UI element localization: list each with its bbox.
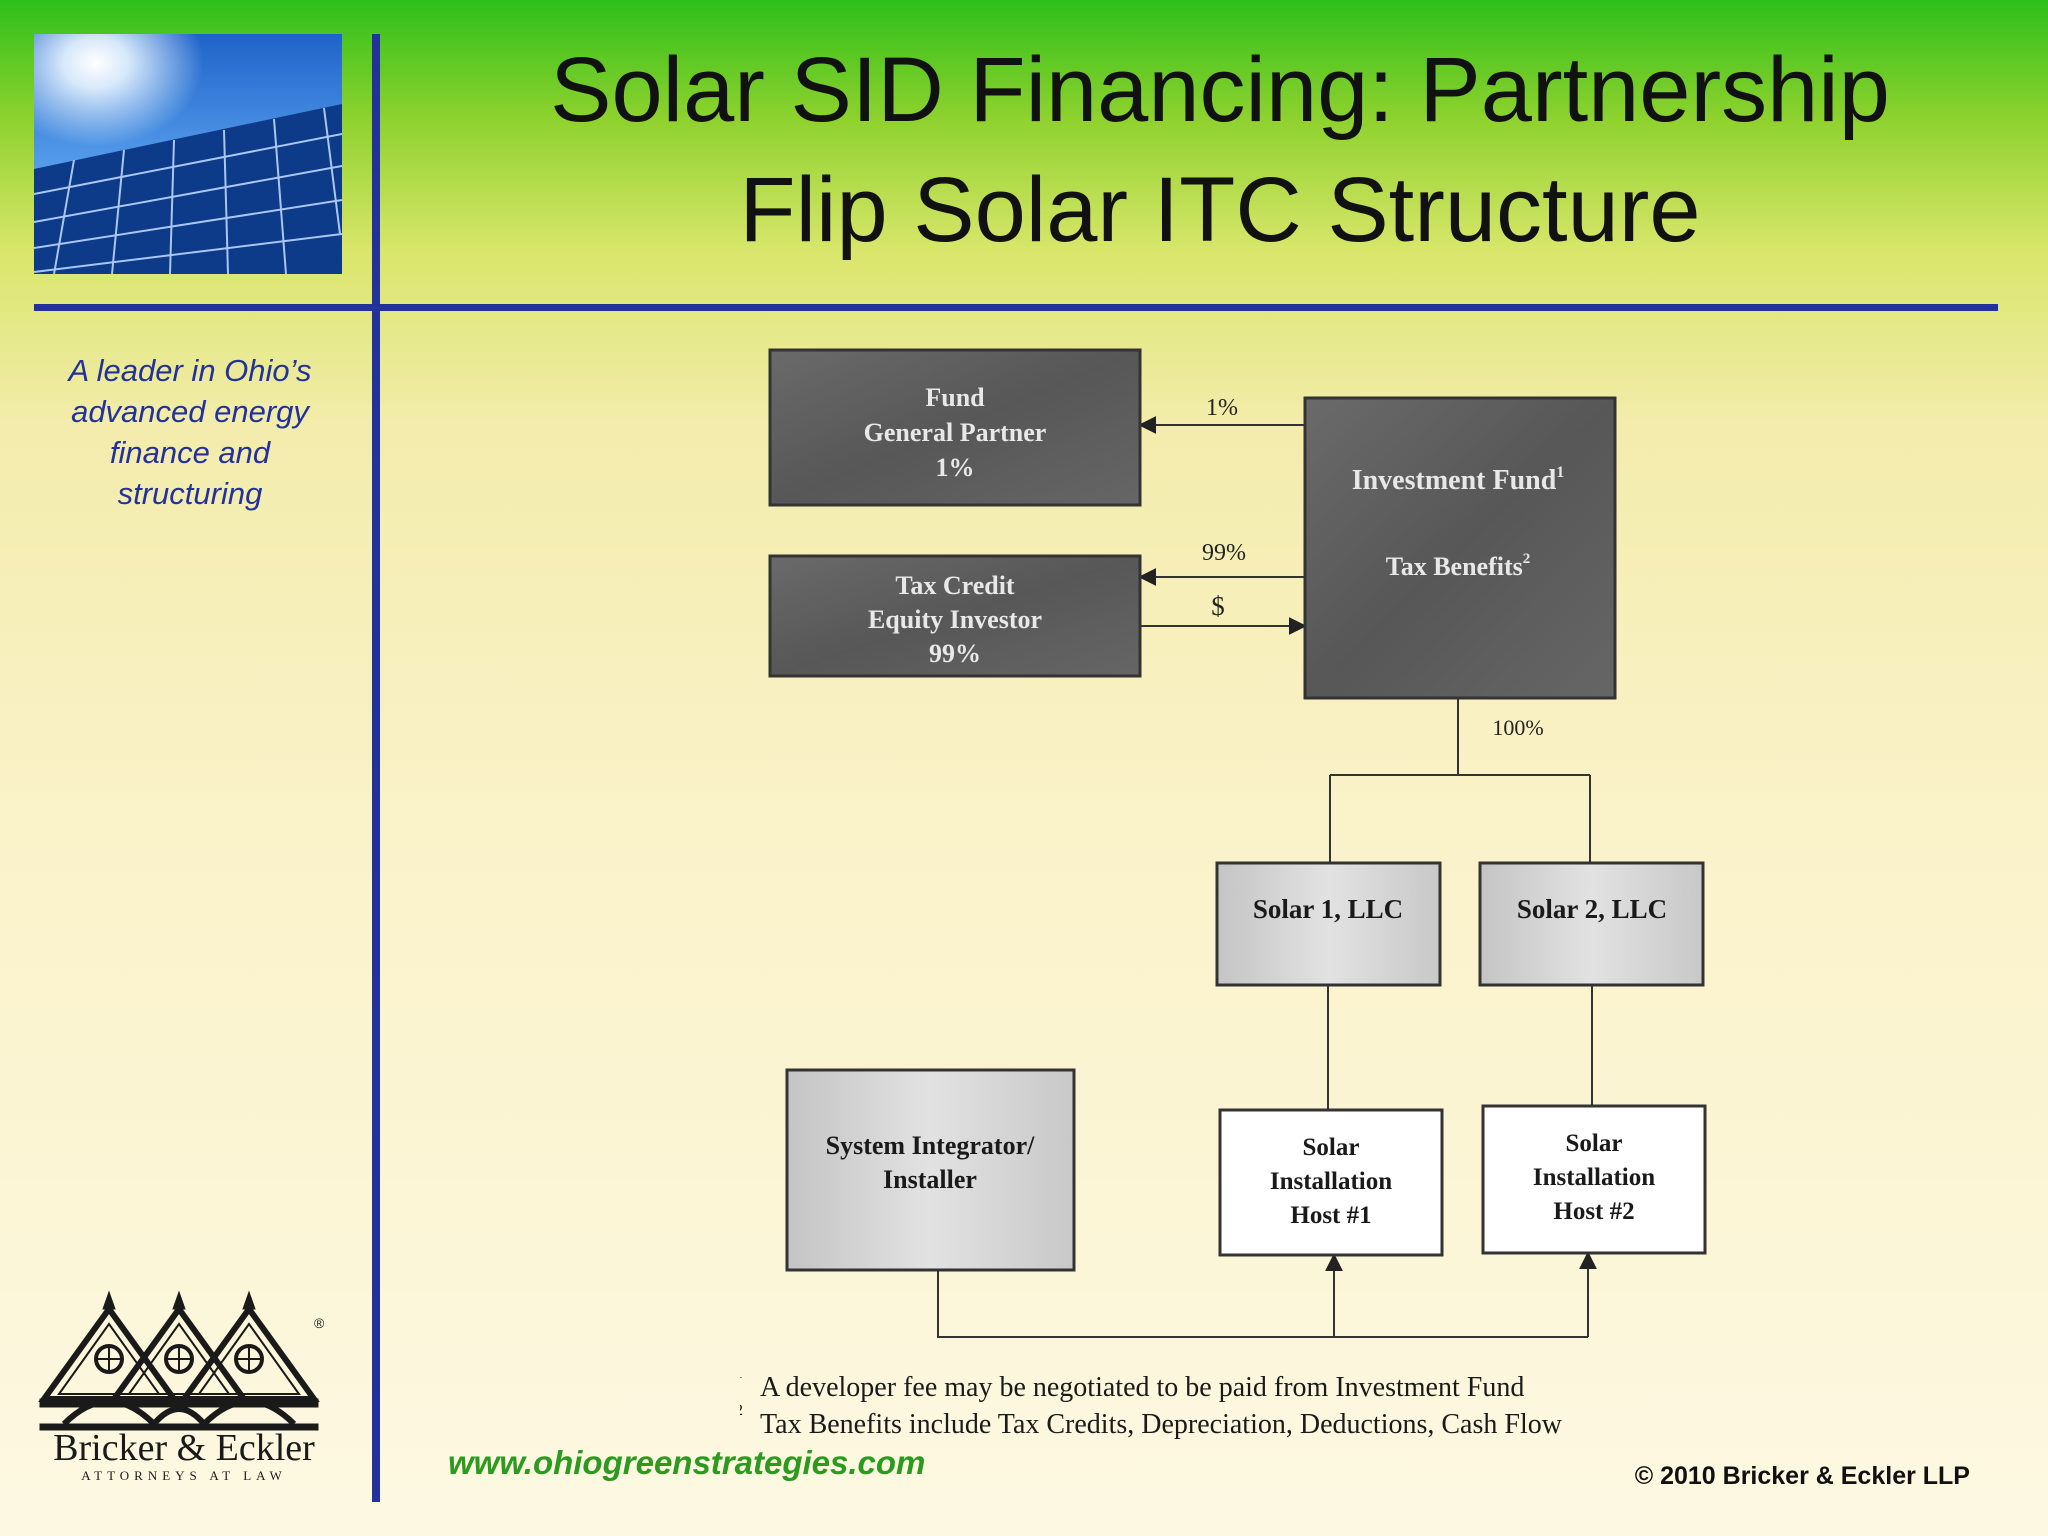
- tax-credit-investor-box: Tax Credit Equity Investor 99%: [768, 554, 1142, 678]
- solar-1-llc-label: Solar 1, LLC: [1253, 894, 1403, 924]
- gp-share-label: 1%: [1206, 395, 1238, 421]
- solar-2-llc-label: Solar 2, LLC: [1517, 894, 1667, 924]
- tagline-line-3: finance and: [109, 435, 271, 470]
- vertical-divider: [372, 34, 380, 1502]
- tagline: A leader in Ohio’s advanced energy finan…: [30, 350, 350, 514]
- tax-benefits-label: Tax Benefits: [1386, 552, 1523, 581]
- tax-investor-line-1: Tax Credit: [895, 571, 1015, 600]
- footnote-2-mark: 2: [740, 1402, 743, 1419]
- investment-fund-label: Investment Fund: [1352, 465, 1557, 496]
- solar-2-llc-box: Solar 2, LLC: [1478, 861, 1705, 987]
- host-2-line-1: Solar: [1566, 1130, 1623, 1157]
- solar-panel-image: [34, 34, 342, 274]
- system-integrator-box: System Integrator/ Installer: [785, 1068, 1076, 1272]
- investment-fund-footnote-mark: 1: [1556, 464, 1564, 481]
- structure-diagram: 1% 99% $ 100% Fund General Partner 1% Ta…: [740, 348, 1707, 1440]
- installation-host-1-box: Solar Installation Host #1: [1218, 1108, 1444, 1257]
- host-1-line-1: Solar: [1303, 1134, 1360, 1161]
- tax-investor-line-2: Equity Investor: [868, 605, 1042, 634]
- copyright-notice: © 2010 Bricker & Eckler LLP: [1634, 1462, 1970, 1490]
- solar-1-llc-box: Solar 1, LLC: [1215, 861, 1442, 987]
- website-link[interactable]: www.ohiogreenstrategies.com: [448, 1444, 926, 1481]
- investor-cash-label: $: [1211, 591, 1225, 621]
- bricker-eckler-logo: ® Bricker & Eckler ATTORNEYS AT LAW: [38, 1290, 325, 1483]
- svg-text:Tax Benefits2: Tax Benefits2: [1386, 551, 1531, 581]
- tagline-line-2: advanced energy: [71, 394, 309, 429]
- installation-host-2-box: Solar Installation Host #2: [1481, 1104, 1707, 1255]
- tax-investor-line-3: 99%: [929, 639, 981, 668]
- fund-gp-line-3: 1%: [936, 453, 975, 482]
- fund-general-partner-box: Fund General Partner 1%: [768, 348, 1142, 507]
- integrator-bus-line: [937, 1270, 1588, 1338]
- title-line-2: Flip Solar ITC Structure: [739, 159, 1701, 261]
- horizontal-divider: [34, 304, 1998, 311]
- svg-text:Investment Fund1: Investment Fund1: [1352, 464, 1565, 496]
- footnote-2-text: Tax Benefits include Tax Credits, Deprec…: [760, 1409, 1563, 1440]
- slide-title: Solar SID Financing: Partnership Flip So…: [400, 30, 2040, 270]
- registered-mark: ®: [314, 1315, 325, 1331]
- host-2-line-2: Installation: [1533, 1164, 1655, 1191]
- investor-share-label: 99%: [1202, 540, 1246, 566]
- host-2-line-3: Host #2: [1553, 1198, 1634, 1225]
- logo-name: Bricker & Eckler: [53, 1427, 315, 1469]
- integrator-line-1: System Integrator/: [826, 1131, 1035, 1160]
- investment-fund-box: Investment Fund1 Tax Benefits2: [1303, 396, 1617, 700]
- integrator-line-2: Installer: [883, 1165, 977, 1194]
- subsidiaries-label: 100%: [1492, 715, 1543, 740]
- host-1-line-2: Installation: [1270, 1168, 1392, 1195]
- host-1-line-3: Host #1: [1290, 1202, 1371, 1229]
- fund-gp-line-1: Fund: [925, 383, 985, 412]
- footnote-1-text: A developer fee may be negotiated to be …: [760, 1372, 1524, 1403]
- footnote-1-mark: 1: [740, 1365, 743, 1382]
- tax-benefits-footnote-mark: 2: [1523, 551, 1531, 567]
- title-line-1: Solar SID Financing: Partnership: [550, 39, 1890, 141]
- tagline-line-1: A leader in Ohio’s: [68, 353, 312, 388]
- tagline-line-4: structuring: [117, 476, 263, 511]
- fund-gp-line-2: General Partner: [864, 418, 1047, 447]
- logo-subtitle: ATTORNEYS AT LAW: [81, 1468, 287, 1483]
